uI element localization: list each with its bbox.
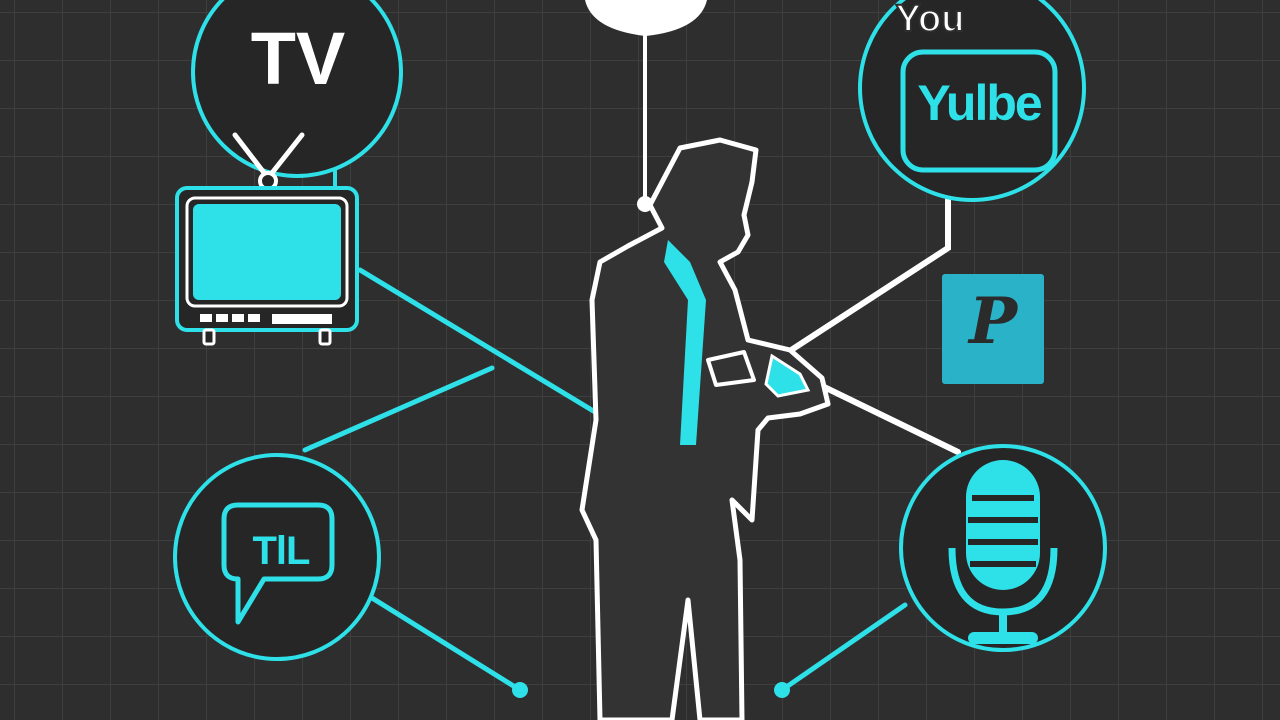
youtube-connector bbox=[779, 197, 951, 359]
tv-icon bbox=[175, 132, 359, 346]
tv-bubble bbox=[191, 0, 403, 178]
youtube-top-label: You bbox=[895, 0, 966, 40]
chat-upper-connector bbox=[302, 365, 495, 453]
tv-connector bbox=[357, 267, 608, 421]
tv-label: TV bbox=[250, 17, 346, 100]
chat-lower-connector bbox=[369, 595, 523, 693]
microphone-icon bbox=[948, 460, 1058, 644]
connector-lines bbox=[302, 23, 961, 693]
mic-upper-connector bbox=[817, 382, 961, 455]
chat-dot bbox=[512, 682, 528, 698]
p-app-label: P bbox=[968, 284, 1018, 359]
youtube-label: Yulbe bbox=[917, 75, 1042, 131]
p-app-icon bbox=[942, 274, 1044, 384]
person-silhouette bbox=[579, 137, 831, 720]
mic-connector bbox=[779, 602, 908, 693]
youtube-icon bbox=[900, 49, 1058, 173]
chat-icon bbox=[221, 502, 335, 625]
chat-label: TlL bbox=[252, 529, 311, 573]
mic-dot bbox=[774, 682, 790, 698]
top-bubble bbox=[585, 0, 707, 36]
